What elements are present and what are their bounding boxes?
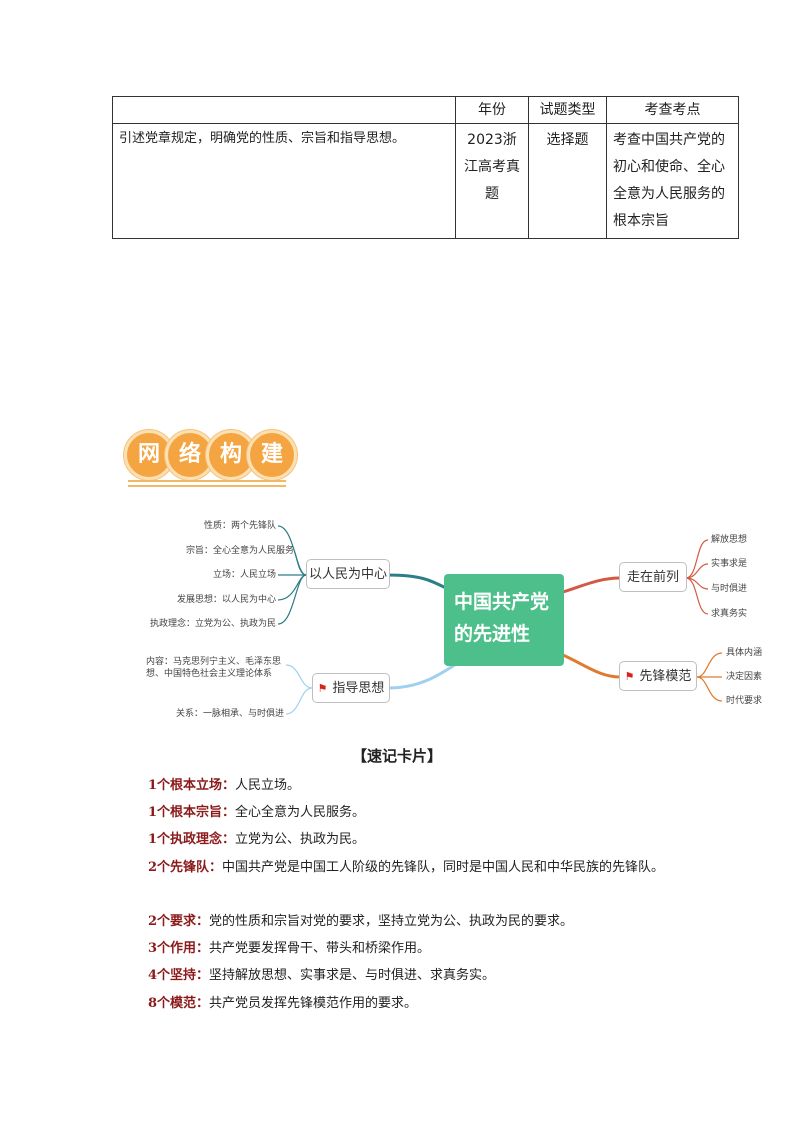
table-header-row: 年份 试题类型 考查考点 (112, 96, 739, 124)
card-term: 2个先锋队： (148, 860, 223, 875)
card-text: 共产党要发挥骨干、带头和桥梁作用。 (209, 941, 431, 956)
card-item: 4个坚持：坚持解放思想、实事求是、与时俱进、求真务实。 (120, 962, 700, 989)
connector-front (562, 576, 621, 594)
branch-front: 走在前列 (619, 562, 687, 592)
connector-people (387, 573, 447, 590)
connector-model (562, 653, 621, 679)
table-header-point: 考查考点 (606, 96, 739, 124)
card-text: 全心全意为人民服务。 (235, 805, 366, 820)
flag-icon: ⚑ (624, 670, 635, 683)
card-term: 4个坚持： (148, 968, 210, 983)
banner-underline (128, 485, 286, 487)
card-item: 1个执政理念：立党为公、执政为民。 (120, 826, 700, 853)
leaf-people-1: 性质：两个先锋队 (203, 521, 276, 531)
leaf-front-4: 求真务实 (711, 609, 748, 619)
branch-model: ⚑ 先锋模范 (619, 661, 697, 691)
leaf-people-5: 执政理念：立党为公、执政为民 (149, 619, 276, 629)
leaf-people-3: 立场：人民立场 (212, 570, 276, 580)
card-term: 2个要求： (148, 914, 210, 929)
leaf-connectors-guide (285, 664, 313, 715)
leaf-connectors-front (685, 539, 709, 615)
table-cell-type: 选择题 (528, 123, 607, 239)
card-item: 1个根本宗旨：全心全意为人民服务。 (120, 799, 700, 826)
card-text: 共产党员发挥先锋模范作用的要求。 (209, 996, 418, 1011)
card-term: 3个作用： (148, 941, 210, 956)
branch-guide-label: 指导思想 (332, 681, 385, 696)
leaf-front-3: 与时俱进 (711, 584, 748, 594)
table-cell-description: 引述党章规定，明确党的性质、宗旨和指导思想。 (112, 123, 456, 239)
table-header-cell (112, 96, 456, 124)
card-text: 坚持解放思想、实事求是、与时俱进、求真务实。 (209, 968, 496, 983)
branch-guide: ⚑ 指导思想 (312, 673, 390, 703)
leaf-guide-1: 内容：马克思列宁主义、毛泽东思想、中国特色社会主义理论体系 (146, 657, 282, 679)
flag-icon: ⚑ (317, 682, 328, 695)
banner-underline (128, 480, 286, 482)
leaf-people-2: 宗旨：全心全意为人民服务 (185, 546, 294, 556)
card-term: 1个执政理念： (148, 832, 236, 847)
leaf-front-1: 解放思想 (711, 535, 748, 545)
banner-char-4: 建 (247, 430, 297, 480)
card-text: 人民立场。 (235, 778, 301, 793)
card-item: 1个根本立场：人民立场。 (120, 772, 700, 799)
leaf-model-1: 具体内涵 (726, 648, 763, 658)
card-item: 3个作用：共产党要发挥骨干、带头和桥梁作用。 (120, 935, 700, 962)
leaf-model-2: 决定因素 (726, 672, 763, 682)
branch-model-label: 先锋模范 (639, 669, 692, 684)
leaf-front-2: 实事求是 (711, 559, 748, 569)
card-term: 1个根本宗旨： (148, 805, 236, 820)
banner-char-3: 构 (206, 430, 256, 480)
table-header-year: 年份 (455, 96, 529, 124)
leaf-connectors-people (277, 525, 307, 625)
section-banner: 网 络 构 建 (124, 428, 297, 490)
cards-title: 【速记卡片】 (351, 747, 442, 765)
card-text: 中国共产党是中国工人阶级的先锋队，同时是中国人民和中华民族的先锋队。 (222, 860, 665, 875)
mind-map: 中国共产党的先进性 以人民为中心 ⚑ 指导思想 走在前列 ⚑ 先锋模范 性质：两个先… (0, 500, 794, 730)
card-item: 2个先锋队：中国共产党是中国工人阶级的先锋队，同时是中国人民和中华民族的先锋队。 (120, 854, 700, 881)
card-term: 1个根本立场： (148, 778, 236, 793)
mind-map-center: 中国共产党的先进性 (444, 574, 564, 666)
card-text: 立党为公、执政为民。 (235, 832, 366, 847)
leaf-guide-2: 关系：一脉相承、与时俱进 (175, 709, 284, 719)
card-item: 2个要求：党的性质和宗旨对党的要求，坚持立党为公、执政为民的要求。 (120, 908, 700, 935)
leaf-model-3: 时代要求 (726, 696, 763, 706)
branch-people: 以人民为中心 (306, 559, 390, 589)
card-term: 8个模范： (148, 996, 210, 1011)
table-cell-point: 考查中国共产党的初心和使命、全心全意为人民服务的根本宗旨 (606, 123, 739, 239)
leaf-people-4: 发展思想：以人民为中心 (176, 595, 276, 605)
table-cell-year: 2023浙江高考真题 (455, 123, 529, 239)
mind-map-connectors (277, 525, 723, 715)
card-text: 党的性质和宗旨对党的要求，坚持立党为公、执政为民的要求。 (209, 914, 574, 929)
card-item: 8个模范：共产党员发挥先锋模范作用的要求。 (120, 990, 700, 1017)
leaf-connectors-model (696, 652, 723, 702)
table-header-type: 试题类型 (528, 96, 607, 124)
table-row: 引述党章规定，明确党的性质、宗旨和指导思想。 2023浙江高考真题 选择题 考查… (112, 123, 739, 239)
exam-table: 年份 试题类型 考查考点 引述党章规定，明确党的性质、宗旨和指导思想。 2023… (112, 96, 739, 239)
